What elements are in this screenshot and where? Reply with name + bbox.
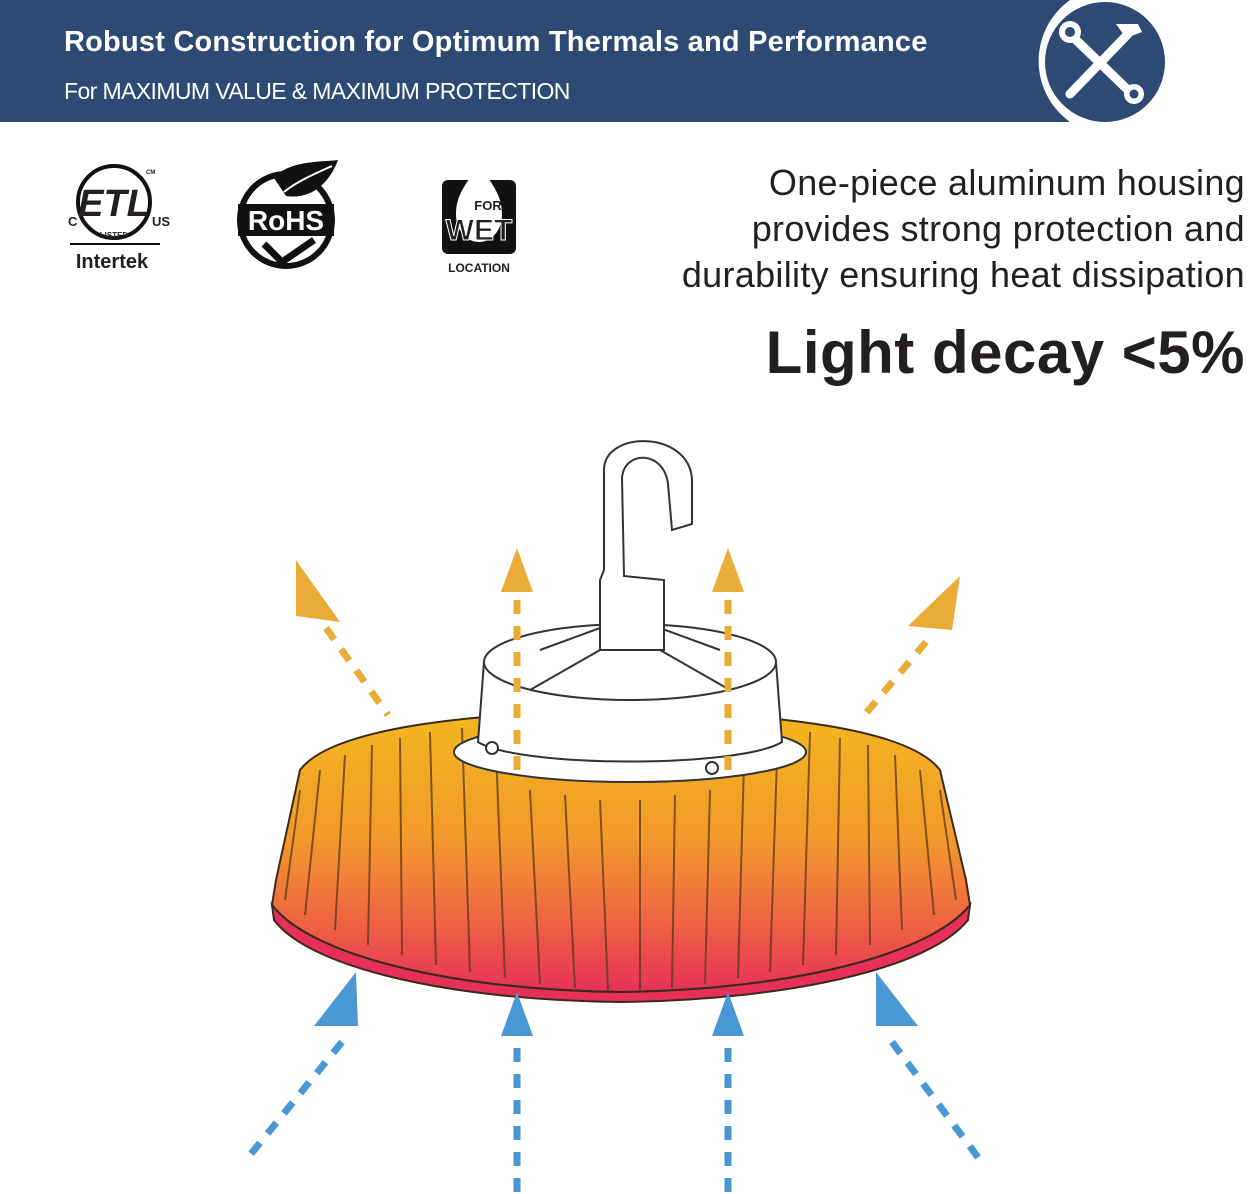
wet-for-text: FOR	[474, 198, 502, 213]
wet-main-text: WET	[446, 214, 513, 247]
cool-arrow-head-3	[712, 992, 744, 1036]
hot-arrow-head-1	[296, 560, 340, 622]
etl-issuer: Intertek	[76, 251, 149, 273]
etl-cm-text: CM	[146, 170, 155, 176]
etl-listed-logo: ETL LISTED C US CM Intertek	[62, 160, 174, 278]
light-decay-highlight: Light decay <5%	[765, 319, 1245, 386]
etl-c-text: C	[68, 214, 78, 229]
etl-listed-text: LISTED	[100, 231, 129, 240]
housing-description: One-piece aluminum housing provides stro…	[545, 160, 1245, 298]
wrench-hammer-icon	[1010, 0, 1249, 122]
banner-subtitle: For MAXIMUM VALUE & MAXIMUM PROTECTION	[64, 78, 570, 104]
driver-housing	[453, 623, 807, 783]
hot-arrow-head-3	[712, 548, 744, 592]
description-line-1: One-piece aluminum housing	[768, 162, 1245, 203]
cool-arrow-head-4	[876, 972, 918, 1026]
description-line-2: provides strong protection and	[751, 208, 1245, 249]
etl-mark: ETL	[78, 183, 150, 225]
rohs-logo: RoHS	[234, 160, 342, 272]
high-bay-light-illustration	[243, 440, 983, 1194]
cool-arrow-head-2	[501, 992, 533, 1036]
cool-air-arrows	[243, 972, 983, 1194]
hot-arrow-head-2	[501, 548, 533, 592]
hot-arrow-head-4	[908, 576, 960, 630]
hanging-hook	[599, 440, 693, 651]
hot-air-arrows	[296, 548, 960, 770]
wet-location-text: LOCATION	[448, 261, 510, 275]
etl-us-text: US	[152, 214, 170, 229]
description-line-3: durability ensuring heat dissipation	[681, 254, 1245, 295]
wet-location-logo: FOR WET LOCATION	[436, 162, 522, 278]
rohs-mark: RoHS	[248, 205, 324, 236]
banner-title: Robust Construction for Optimum Thermals…	[64, 26, 928, 58]
cool-arrow-head-1	[314, 972, 358, 1026]
